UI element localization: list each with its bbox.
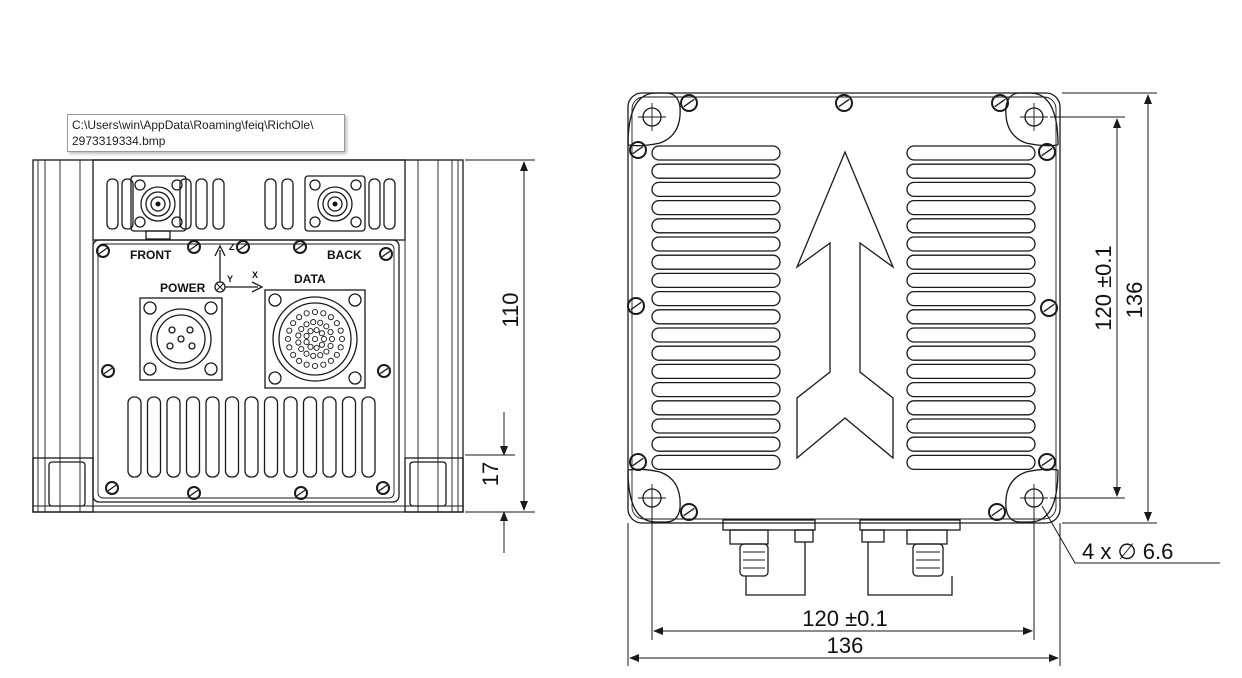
back-rf-connector xyxy=(304,175,366,232)
top-dimension-120-horizontal: 120 ±0.1 xyxy=(651,498,1035,640)
bottom-connectors xyxy=(722,519,961,596)
screw-icon xyxy=(1040,299,1058,317)
front-panel-screws xyxy=(96,240,393,500)
top-view-screws xyxy=(627,94,1058,521)
top-dimension-120-vertical: 120 ±0.1 xyxy=(1050,116,1125,499)
screw-icon xyxy=(187,240,201,254)
screw-icon xyxy=(835,94,853,112)
front-label: FRONT xyxy=(130,248,172,262)
screw-icon xyxy=(96,244,110,258)
top-view: 120 ±0.1 136 4 x ∅ 6.6 120 ±0.1 136 xyxy=(627,92,1220,666)
top-housing-outline xyxy=(627,92,1061,524)
screw-icon xyxy=(105,481,119,495)
screw-icon xyxy=(379,247,393,261)
axis-x-label: X xyxy=(252,270,258,280)
right-fin-slots xyxy=(906,145,1036,471)
top-dimension-136-vertical: 136 xyxy=(1062,92,1157,524)
back-label: BACK xyxy=(327,248,362,262)
front-rf-connector xyxy=(130,175,187,240)
dim-136-horizontal-text: 136 xyxy=(827,633,864,658)
screw-icon xyxy=(377,364,391,378)
tooltip-line-2: 2973319334.bmp xyxy=(72,134,166,148)
right-foot xyxy=(404,457,464,513)
power-label: POWER xyxy=(160,281,206,295)
dim-17-text: 17 xyxy=(478,462,503,486)
left-foot xyxy=(32,457,94,513)
file-path-tooltip: C:\Users\win\AppData\Roaming\feiq\RichOl… xyxy=(67,114,345,152)
screw-icon xyxy=(680,94,698,112)
dim-120-horizontal-text: 120 ±0.1 xyxy=(802,606,887,631)
power-connector xyxy=(139,297,223,381)
screw-icon xyxy=(101,364,115,378)
screw-icon xyxy=(991,94,1009,112)
data-connector xyxy=(264,289,366,389)
lower-vent-slots xyxy=(127,396,376,478)
screw-icon xyxy=(629,453,647,471)
dim-120-vertical-text: 120 ±0.1 xyxy=(1091,245,1116,330)
tooltip-line-1: C:\Users\win\AppData\Roaming\feiq\RichOl… xyxy=(72,118,314,132)
screw-icon xyxy=(627,297,645,315)
screw-icon xyxy=(294,486,308,500)
hole-callout-text: 4 x ∅ 6.6 xyxy=(1082,539,1173,564)
axis-y-label: Y xyxy=(227,274,233,284)
dim-136-vertical-text: 136 xyxy=(1122,282,1147,319)
screw-icon xyxy=(1038,143,1056,161)
hole-callout: 4 x ∅ 6.6 xyxy=(1041,505,1220,564)
dim-110-text: 110 xyxy=(498,292,523,327)
screw-icon xyxy=(629,141,647,159)
front-panel xyxy=(92,239,400,503)
screw-icon xyxy=(680,503,698,521)
top-dimension-136-horizontal: 136 xyxy=(627,523,1061,666)
axis-z-label: Z xyxy=(229,242,235,252)
screw-icon xyxy=(1038,453,1056,471)
front-dimension-110: 110 xyxy=(465,159,535,513)
screw-icon xyxy=(187,486,201,500)
data-label: DATA xyxy=(294,272,326,286)
screw-icon xyxy=(293,240,307,254)
screw-icon xyxy=(236,240,250,254)
upper-vent-slots xyxy=(106,178,396,230)
front-dimension-17: 17 xyxy=(465,412,515,553)
left-fin-slots xyxy=(651,145,781,471)
screw-icon xyxy=(988,503,1006,521)
axis-indicator: Z Y X xyxy=(214,242,264,293)
mounting-holes xyxy=(627,92,1059,523)
screw-icon xyxy=(376,481,390,495)
front-view: FRONT BACK POWER DATA Z Y X xyxy=(32,159,535,553)
direction-arrow xyxy=(795,150,895,460)
